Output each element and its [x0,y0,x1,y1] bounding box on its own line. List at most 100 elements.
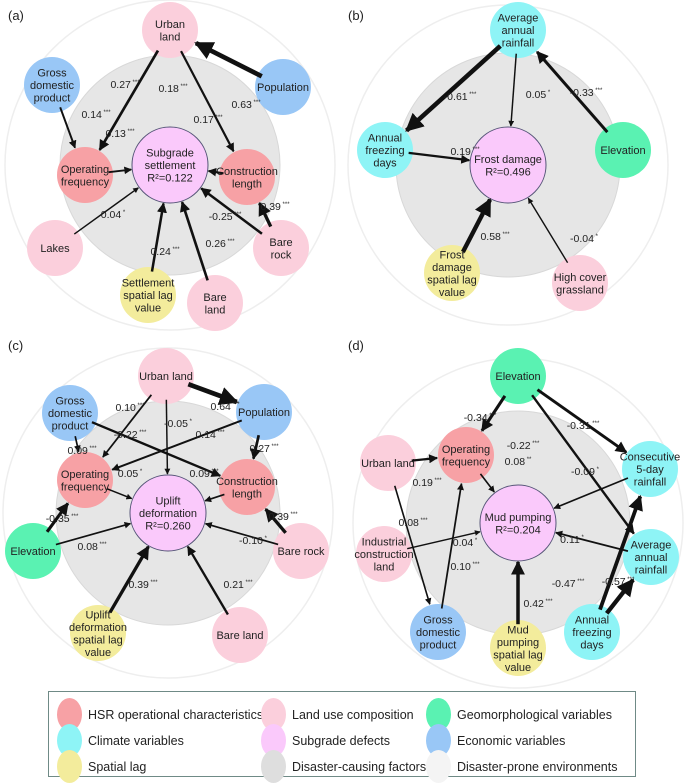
edge-opf-to-center [108,166,133,175]
node-circle [129,474,207,552]
nodes: Frost damageR²=0.496Averageannualrainfal… [357,2,651,311]
edges: -0.34 ***-0.31 ***-0.22 ***0.08 **-0.09 … [393,388,643,625]
panel-label: (a) [8,8,24,23]
node-circle [219,459,275,515]
node-label: Consecutive [620,452,681,464]
edge-opf-to-center [106,488,133,500]
legend-item: HSR operational characteristics [57,698,263,731]
node-label: Annual [368,133,402,145]
node-label: length [232,178,262,190]
edge-hcg-to-center [527,197,569,264]
edge-aar-to-center [555,530,629,552]
edge-br-to-center [204,522,279,546]
node-label: Annual [575,615,609,627]
node-br: Bare rock [273,523,329,579]
node-circle [357,122,413,178]
legend-label: Disaster-causing factors [292,759,427,774]
legend-label: Disaster-prone environments [457,759,618,774]
node-label: Frost [439,249,464,261]
edge-aar-to-center [508,53,517,127]
edge-pop-to-cl [250,434,261,460]
node-label: length [232,488,262,500]
node-circle [360,435,416,491]
node-label: spatial lag [493,649,543,661]
edge-cl-to-center [204,493,225,503]
node-label: frequency [61,176,110,188]
edge-uslv-to-center [108,545,150,614]
edge-urban-to-pop [187,381,239,406]
node-label: Gross [37,68,67,80]
node-label: Elevation [600,145,645,157]
node-circle [57,452,113,508]
legend-label: Geomorphological variables [457,707,612,722]
edge-br-to-center [200,187,263,235]
node-label: Gross [423,615,453,627]
legend-label: HSR operational characteristics [88,707,264,722]
edge-gdp-to-opf [59,107,77,149]
legend-swatch-prone [426,750,451,783]
node-label: grassland [556,284,604,296]
node-label: Operating [442,444,490,456]
node-circle [120,267,176,323]
edge-pop-to-urban [194,40,263,79]
edge-opf-to-center [479,473,495,493]
edge-afd-to-aar [605,578,635,615]
edge-gdp-to-opf [440,482,464,609]
node-label: Subgrade [146,148,194,160]
node-label: Uplift [85,609,110,621]
edge-cl-to-center [207,167,224,177]
edge-elev-to-opf [480,395,507,432]
node-circle [255,59,311,115]
node-circle [138,348,194,404]
node-label: Construction [216,166,278,178]
node-pop: Population [255,59,311,115]
edge-afd-to-center [408,151,471,164]
node-label: Operating [61,164,109,176]
panel-label: (b) [348,8,364,23]
node-circle [57,147,113,203]
node-circle [356,526,412,582]
edge-pop-to-opf [111,419,243,471]
node-label: 5-day [636,464,664,476]
legend-label: Climate variables [88,733,184,748]
legend-item: Economic variables [426,724,565,757]
node-label: Urban [155,19,185,31]
edge-slv-to-center [150,202,167,272]
panel-d: (d)Mud pumpingR²=0.204ElevationOperating… [348,338,684,689]
legend-label: Subgrade defects [292,733,390,748]
node-urban: Urban land [138,348,194,404]
node-circle [438,427,494,483]
panel-label: (d) [348,338,364,353]
node-label: land [160,31,181,43]
edge-coefficient-label: -0.10 * [239,535,268,547]
edge-coefficient-label: -0.04 * [570,233,599,245]
edge-gdp-to-opf [74,436,81,453]
node-label: deformation [69,622,127,634]
node-pop: Population [236,384,292,440]
edge-urban-to-center [164,399,171,475]
node-label: rainfall [634,477,666,489]
legend: HSR operational characteristics Land use… [48,691,636,783]
node-label: Operating [61,469,109,481]
edge-coefficient-label: -0.05 * [164,418,193,430]
node-label: R²=0.260 [145,521,191,533]
node-circle [131,126,209,204]
node-elev: Elevation [490,348,546,404]
edge-elev-to-center [55,522,132,546]
node-label: rainfall [502,38,534,50]
edge-coefficient-label: 0.04 * [101,209,126,221]
node-label: rock [271,249,292,261]
node-label: days [373,158,397,170]
node-label: frequency [61,481,110,493]
node-circle [595,122,651,178]
edge-urban-to-gdp [393,485,432,605]
